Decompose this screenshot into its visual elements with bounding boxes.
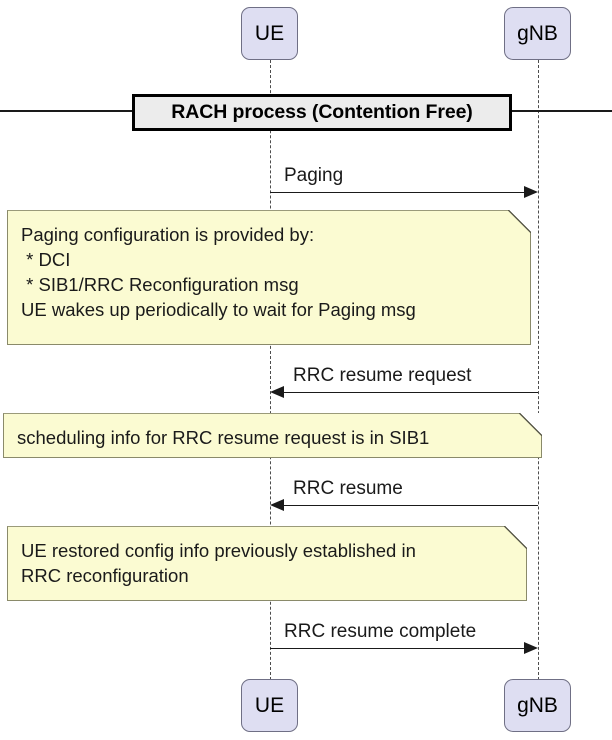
message-arrowhead-rrc-resume-request — [270, 385, 284, 398]
divider-rail-right — [510, 110, 612, 112]
note-scheduling-info: scheduling info for RRC resume request i… — [3, 413, 542, 458]
message-label-rrc-resume-complete: RRC resume complete — [284, 621, 477, 642]
message-line-rrc-resume — [284, 505, 538, 506]
lifeline-ue — [269, 60, 271, 680]
divider-rach-process: RACH process (Contention Free) — [132, 94, 512, 131]
participant-gnb-top-label: gNB — [517, 22, 558, 45]
note-line: Paging configuration is provided by: — [21, 224, 315, 245]
message-arrowhead-rrc-resume-complete — [524, 641, 538, 654]
message-label-rrc-resume: RRC resume — [293, 478, 403, 499]
participant-gnb-bottom-label: gNB — [517, 694, 558, 717]
participant-ue-top-label: UE — [254, 22, 285, 45]
participant-gnb-top[interactable]: gNB — [504, 7, 571, 60]
lifeline-gnb — [537, 60, 539, 680]
participant-ue-bottom[interactable]: UE — [241, 679, 298, 732]
note-line: RRC reconfiguration — [21, 565, 189, 586]
participant-ue-top[interactable]: UE — [241, 7, 298, 60]
divider-label: RACH process (Contention Free) — [171, 101, 473, 123]
note-line: UE restored config info previously estab… — [21, 540, 416, 561]
message-arrowhead-rrc-resume — [270, 498, 284, 511]
message-line-rrc-resume-complete — [270, 648, 524, 649]
note-line: UE wakes up periodically to wait for Pag… — [21, 299, 416, 320]
note-line: * DCI — [21, 249, 71, 270]
note-fold-edge-icon — [504, 526, 527, 549]
note-ue-restored-config-text: UE restored config info previously estab… — [21, 538, 514, 588]
note-paging-configuration: Paging configuration is provided by: * D… — [7, 210, 531, 345]
message-line-rrc-resume-request — [284, 392, 538, 393]
message-label-paging: Paging — [284, 165, 344, 186]
participant-gnb-bottom[interactable]: gNB — [504, 679, 571, 732]
participant-ue-bottom-label: UE — [254, 694, 285, 717]
note-fold-edge-icon — [519, 413, 542, 436]
note-scheduling-info-text: scheduling info for RRC resume request i… — [17, 425, 529, 450]
note-line: * SIB1/RRC Reconfiguration msg — [21, 274, 299, 295]
note-fold-edge-icon — [508, 210, 531, 233]
note-ue-restored-config: UE restored config info previously estab… — [7, 526, 527, 601]
message-line-paging — [270, 192, 524, 193]
message-arrowhead-paging — [524, 185, 538, 198]
note-line: scheduling info for RRC resume request i… — [17, 427, 430, 448]
divider-rail-left — [0, 110, 134, 112]
message-label-rrc-resume-request: RRC resume request — [293, 365, 472, 386]
note-paging-configuration-text: Paging configuration is provided by: * D… — [21, 222, 518, 322]
